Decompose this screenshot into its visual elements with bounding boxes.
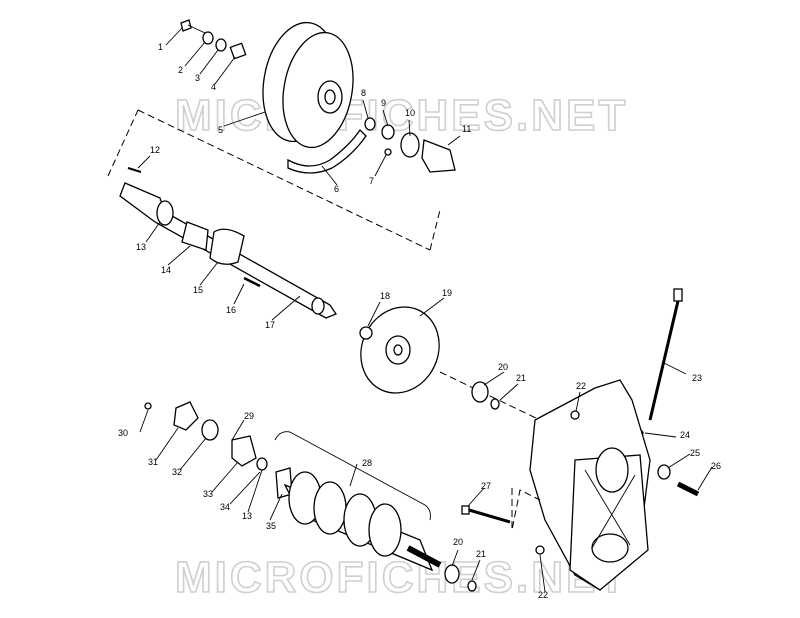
callout-33: 33 [203,489,213,499]
callout-12: 12 [150,145,160,155]
callout-3: 3 [195,73,200,83]
callout-28: 28 [362,458,372,468]
nut-icon [570,410,580,420]
callout-8: 8 [361,88,366,98]
jackshaft-icon [119,182,337,319]
callout-24: 24 [680,430,690,440]
alignment-line [511,488,541,531]
callout-19: 19 [442,288,452,298]
nut-icon [144,402,152,410]
washer-icon [202,31,214,45]
callout-13: 13 [136,242,146,252]
callout-27: 27 [481,481,491,491]
o-ring-icon [490,398,500,410]
brake-disc-icon [360,306,440,394]
drive-chain-icon [287,128,367,174]
callout-26: 26 [711,461,721,471]
callout-9: 9 [381,98,386,108]
washer-icon [657,464,671,480]
bearing-icon [471,381,489,403]
bearing-icon [400,132,420,158]
bearing-icon [256,457,268,471]
bearing-flange-icon [173,401,199,431]
chaincase-housing-icon [529,379,651,591]
callout-5: 5 [218,125,223,135]
callout-4: 4 [211,82,216,92]
callout-30: 30 [118,428,128,438]
callout-1: 1 [158,42,163,52]
callout-22: 22 [576,381,586,391]
callout-11: 11 [462,124,471,134]
callout-35: 35 [266,521,276,531]
pin-icon [127,167,142,173]
leader-lines [137,27,713,593]
callout-21b: 21 [476,549,486,559]
drive-pulley-icon [262,21,354,149]
callout-20b: 20 [453,537,463,547]
callout-34: 34 [220,502,230,512]
bolt-icon [676,481,700,497]
callout-16: 16 [226,305,236,315]
callout-10: 10 [405,108,415,118]
seal-icon [201,419,219,441]
nut-icon [384,148,392,156]
callout-25: 25 [690,448,700,458]
callout-17: 17 [265,320,275,330]
callout-6: 6 [334,184,339,194]
washer-icon [364,117,376,131]
callout-13b: 13 [242,511,252,521]
callout-18: 18 [380,291,390,301]
assembly-outline [107,109,441,251]
callout-7: 7 [369,176,374,186]
callout-2: 2 [178,65,183,75]
bearing-flange-icon [421,139,456,173]
callout-labels: 1 2 3 4 5 6 7 8 9 10 11 12 13 14 15 16 1… [118,42,721,600]
watermark-top: MICROFICHES.NET [175,91,628,140]
group-bracket [274,431,431,521]
bearing-icon [444,564,460,584]
callout-22b: 22 [538,590,548,600]
bearing-flange-icon [231,435,257,467]
setscrew-icon [243,276,261,288]
dipstick-icon [648,288,683,421]
callout-15: 15 [193,285,203,295]
callout-20: 20 [498,362,508,372]
bolt-icon [180,19,206,34]
alignment-line [439,371,541,421]
callout-21: 21 [516,373,526,383]
callout-23: 23 [692,373,702,383]
callout-14: 14 [161,265,171,275]
o-ring-icon [359,326,373,340]
bolt-icon [461,505,511,524]
sprocket-driveshaft-icon [283,471,442,572]
callout-32: 32 [172,467,182,477]
washer-icon [381,124,395,140]
washer-icon [215,38,227,52]
callout-29: 29 [244,411,254,421]
callout-31: 31 [148,457,158,467]
spacer-icon [229,42,247,60]
watermark-bottom: MICROFICHES.NET [175,553,628,602]
nut-icon [535,545,545,555]
o-ring-icon [467,580,477,592]
